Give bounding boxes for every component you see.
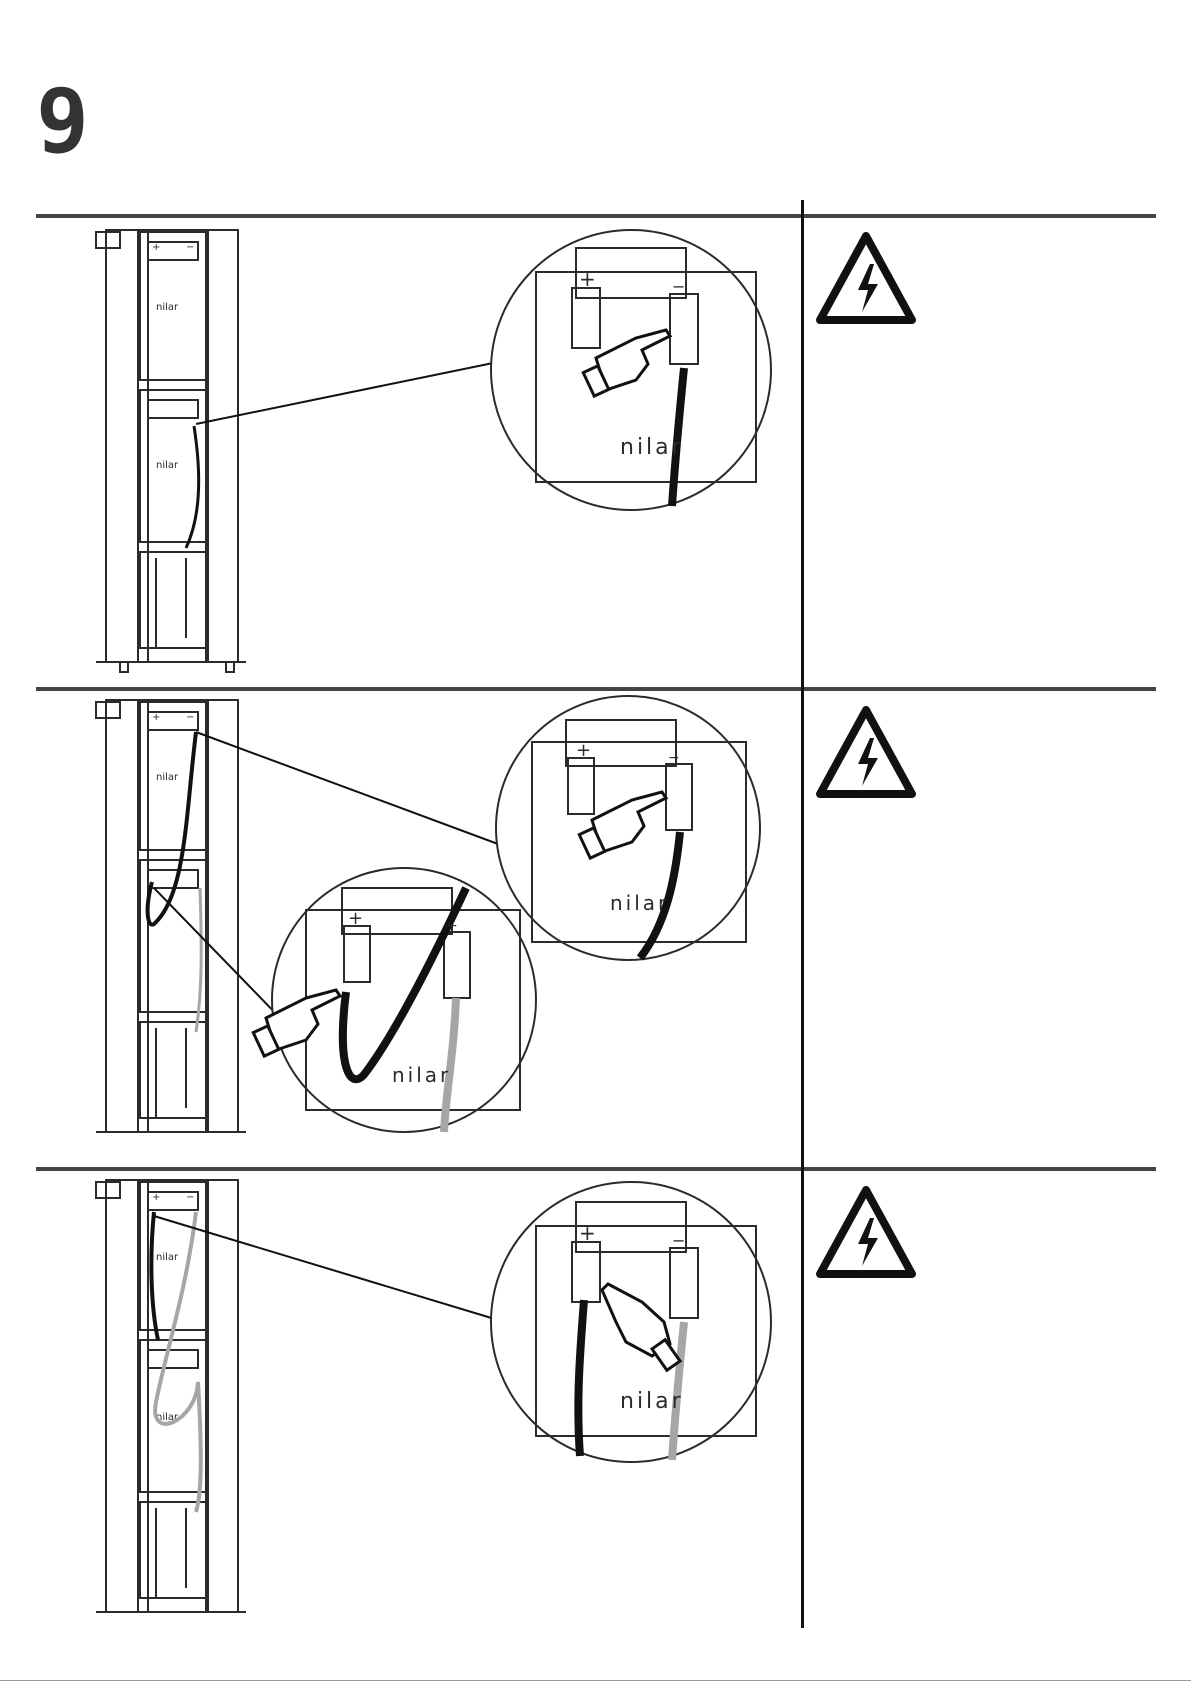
- page-bottom-edge: [0, 1680, 1191, 1681]
- section-divider-middle: [36, 687, 1156, 691]
- cabinet-minus-label: −: [186, 712, 194, 723]
- detail-logo: nilar: [610, 891, 669, 915]
- panel-3-illustration: + − nilar nilar + − nilar: [36, 1172, 1156, 1630]
- callout-leader-line-upper: [196, 732, 498, 844]
- step-number: 9: [36, 78, 89, 166]
- cabinet-grey-cable: [196, 888, 201, 1032]
- callout-leader-line: [196, 362, 498, 424]
- detail-zoom-circle-upper: + − nilar: [496, 696, 760, 960]
- panel-1-illustration: + − nilar nilar + − nilar: [36, 218, 1156, 686]
- detail-plus-label: +: [579, 267, 596, 291]
- battery-cabinet: [96, 700, 246, 1132]
- high-voltage-warning-icon: [820, 236, 912, 320]
- detail-logo: nilar: [620, 435, 684, 460]
- detail-minus-label: −: [672, 277, 685, 296]
- cabinet-black-cable: [151, 1212, 158, 1340]
- section-divider-lower: [36, 1167, 1156, 1171]
- cabinet-plus-label: +: [152, 1192, 160, 1203]
- cabinet-plus-label: +: [152, 712, 160, 723]
- cabinet-plus-label: +: [152, 242, 160, 253]
- cabinet-logo-upper: nilar: [156, 1252, 179, 1263]
- cabinet-minus-label: −: [186, 1192, 194, 1203]
- cabinet-black-cable: [148, 732, 196, 925]
- cabinet-logo-upper: nilar: [156, 772, 179, 783]
- high-voltage-warning-icon: [820, 1190, 912, 1274]
- instruction-panel-1: + − nilar nilar + − nilar: [36, 218, 1156, 686]
- callout-leader-line-lower: [154, 888, 284, 1022]
- detail-minus-label: −: [672, 1231, 685, 1250]
- detail-zoom-circle: + − nilar: [491, 1182, 771, 1462]
- cabinet-logo-upper: nilar: [156, 302, 179, 313]
- instruction-panel-3: + − nilar nilar + − nilar: [36, 1172, 1156, 1630]
- detail-logo: nilar: [392, 1063, 451, 1087]
- instruction-panel-2: + − nilar + − nilar: [36, 692, 1156, 1164]
- detail-plus-label: +: [576, 740, 591, 761]
- high-voltage-warning-icon: [820, 710, 912, 794]
- detail-logo: nilar: [620, 1389, 684, 1414]
- detail-minus-label: −: [446, 918, 458, 934]
- detail-minus-label: −: [668, 750, 680, 766]
- detail-plus-label: +: [348, 908, 363, 929]
- detail-plus-label: +: [579, 1221, 596, 1245]
- cabinet-black-cable: [186, 426, 199, 548]
- battery-cabinet: [96, 1180, 246, 1612]
- detail-zoom-circle: + − nilar: [491, 230, 771, 510]
- panel-2-illustration: + − nilar + − nilar: [36, 692, 1156, 1164]
- cabinet-minus-label: −: [186, 242, 194, 253]
- battery-cabinet: [96, 230, 246, 672]
- detail-zoom-circle-lower: + − nilar: [253, 868, 536, 1132]
- cabinet-logo-middle: nilar: [156, 460, 179, 471]
